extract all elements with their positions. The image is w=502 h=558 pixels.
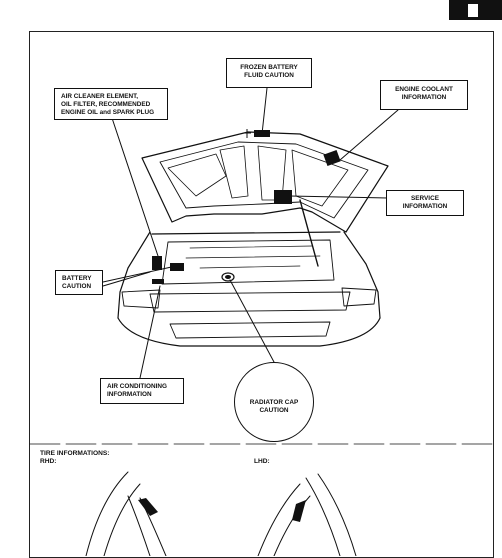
callout-frozen-battery-text: FROZEN BATTERY FLUID CAUTION [240,64,298,79]
rhd-door-jamb [85,471,167,556]
headlight-right [341,287,377,307]
callout-air-cleaner: AIR CLEANER ELEMENT, OIL FILTER, RECOMME… [54,88,168,120]
lower-intake [169,321,331,339]
leader-battery-b [102,271,151,287]
tire-rhd-label: RHD: [40,458,57,465]
body-right-fender [343,231,381,319]
grille [149,291,351,313]
callout-service-text: SERVICE INFORMATION [402,195,448,210]
leader-battery-a [102,265,177,283]
label-frozen-battery-marker [254,130,270,137]
label-air-conditioning-marker [152,279,164,284]
tire-label-lhd-marker [292,500,306,522]
front-bumper [117,317,381,347]
leader-air-cleaner [111,117,159,257]
callout-air-conditioning-text: AIR CONDITIONING INFORMATION [107,383,167,398]
hood-rib-left [167,153,227,197]
callout-air-cleaner-text: AIR CLEANER ELEMENT, OIL FILTER, RECOMME… [61,93,155,116]
callout-radiator-cap: RADIATOR CAP CAUTION [234,362,314,442]
label-service-marker [274,190,292,204]
hood-inner-frame [159,141,369,219]
callout-radiator-cap-text: RADIATOR CAP CAUTION [249,399,299,414]
callout-engine-coolant-text: ENGINE COOLANT INFORMATION [395,86,453,101]
hood-outline [141,131,389,233]
leader-air-conditioning [139,285,161,379]
leader-frozen-battery [261,87,268,135]
leader-engine-coolant [339,109,399,161]
label-engine-coolant-marker [323,149,341,167]
tire-section-title: TIRE INFORMATIONS: [40,450,109,458]
hood-prop-rod [299,199,319,267]
callout-air-conditioning: AIR CONDITIONING INFORMATION [100,378,184,404]
leader-radiator-cap [229,279,275,363]
callout-service: SERVICE INFORMATION [386,190,464,216]
label-battery-marker [170,263,184,271]
leader-service [289,195,389,199]
tire-label-rhd-marker [138,498,158,516]
engine-block [161,239,335,285]
section-tab-mark [468,4,478,17]
hood-rib-right [291,149,349,207]
label-air-cleaner-marker [152,256,162,270]
callout-battery: BATTERY CAUTION [55,270,103,295]
callout-frozen-battery-fluid: FROZEN BATTERY FLUID CAUTION [226,58,312,88]
label-radiator-cap-marker [225,275,231,279]
engine-bay-edge [151,231,341,235]
hood-rib-center [219,145,249,199]
headlight-left [121,289,161,309]
callout-battery-text: BATTERY CAUTION [62,275,92,290]
radiator-cap-ring [221,272,235,282]
engine-cover-detail [185,245,321,269]
tire-section-title-text: TIRE INFORMATIONS: [40,450,110,457]
section-tab [449,0,502,20]
callout-engine-coolant: ENGINE COOLANT INFORMATION [380,80,468,110]
lhd-door-jamb [257,473,357,556]
tire-lhd-label: LHD: [254,458,270,465]
